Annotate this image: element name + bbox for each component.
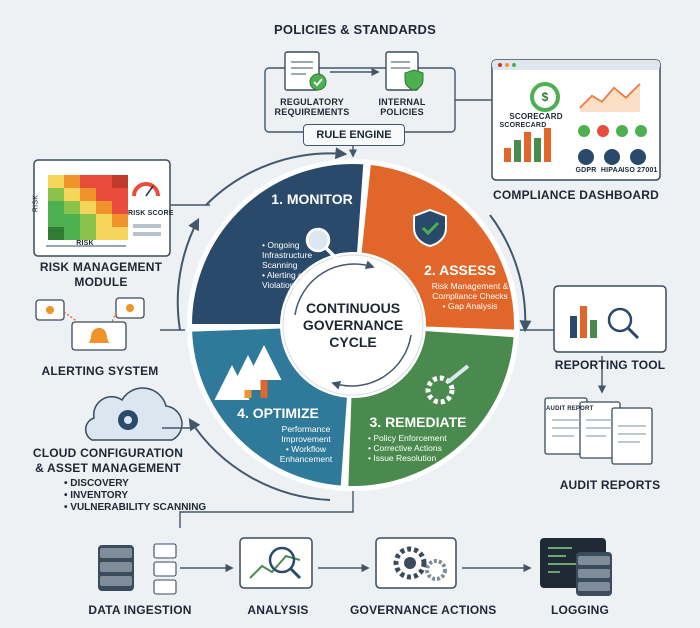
pipeline-data-ingestion: DATA INGESTION [88, 603, 192, 617]
center-title-line-2: GOVERNANCE [303, 317, 403, 333]
cycle-segment-1 [189, 162, 366, 326]
scorecard-label-a: SCORECARD [509, 112, 563, 121]
cloud-item-discovery: • DISCOVERY [64, 478, 129, 489]
segment-1-bullet-5: Violations [262, 280, 299, 290]
segment-4-bullet-2: Improvement [281, 434, 331, 444]
policies-title: POLICIES & STANDARDS [274, 22, 436, 37]
risk-score-label: RISK SCORE [128, 210, 174, 217]
governance-gears-icon [375, 537, 457, 589]
monitor-magnifier-icon [305, 227, 331, 253]
center-arrow-bottom [331, 334, 412, 390]
database-icon [98, 545, 134, 591]
cycle-center [282, 254, 424, 396]
segment-1-bullet-3: Scanning [262, 260, 298, 270]
center-title-line-3: CYCLE [329, 334, 376, 350]
compliance-dashboard-icon: $ [491, 59, 661, 181]
risk-axis-x: RISK [76, 240, 94, 247]
risk-module-label-line2: MODULE [74, 275, 128, 289]
reporting-tool-label: REPORTING TOOL [554, 358, 666, 372]
segment-3-bullet-1: • Policy Enforcement [368, 433, 447, 443]
ingestion-docs-icon [153, 543, 177, 595]
center-title-line-1: CONTINUOUS [306, 300, 400, 316]
segment-2-bullet-3: • Gap Analysis [443, 301, 498, 311]
segment-4-bullet-3: • Workflow [286, 444, 327, 454]
badge-iso: ISO 27001 [622, 167, 658, 174]
risk-heatmap-icon [33, 159, 171, 257]
risk-axis-y: RISK [32, 194, 40, 213]
regulatory-document-icon [284, 51, 327, 91]
cloud-config-icon [84, 387, 183, 441]
cloud-items: • DISCOVERY • INVENTORY • VULNERABILITY … [64, 477, 206, 514]
logging-icon [540, 538, 612, 596]
segment-title-1: 1. MONITOR [271, 191, 352, 207]
monitor-magnifier-handle [324, 246, 338, 260]
badge-hipaa: HIPAA [600, 167, 624, 174]
cloud-label-line2: & ASSET MANAGEMENT [35, 461, 181, 475]
segment-title-4: 4. OPTIMIZE [237, 405, 319, 421]
segment-1-bullet-2: Infrastructure [262, 250, 312, 260]
segment-2-bullet-1: Risk Management & [432, 281, 509, 291]
assess-check-icon [421, 221, 440, 236]
reporting-tool-icon [553, 285, 667, 353]
cycle-segment-2 [359, 162, 516, 332]
regulatory-label-line2: REQUIREMENTS [274, 107, 350, 117]
cloud-item-inventory: • INVENTORY [64, 490, 129, 501]
compliance-dashboard-label: COMPLIANCE DASHBOARD [493, 188, 659, 202]
outer-cycle-arrows [176, 147, 532, 501]
segment-title-2: 2. ASSESS [424, 262, 496, 278]
regulatory-label-line1: REGULATORY [280, 97, 344, 107]
pipeline-governance-actions: GOVERNANCE ACTIONS [350, 603, 497, 617]
segment-3-bullet-2: • Corrective Actions [368, 443, 442, 453]
badge-gdpr: GDPR [575, 167, 597, 174]
segment-4-bullet-4: Enhancement [280, 454, 333, 464]
segment-3-bullet-3: • Issue Resolution [368, 453, 436, 463]
pipeline-logging: LOGGING [550, 603, 610, 617]
connectors [160, 99, 607, 573]
segment-title-3: 3. REMEDIATE [370, 414, 467, 430]
audit-doc-label: AUDIT REPORT [546, 406, 594, 412]
cloud-item-vuln: • VULNERABILITY SCANNING [64, 502, 207, 513]
risk-module-label-line1: RISK MANAGEMENT [39, 260, 163, 274]
segment-2-bullet-2: Compliance Checks [432, 291, 508, 301]
remediate-gear-icon [425, 375, 455, 405]
internal-label-line1: INTERNAL [378, 97, 426, 107]
segment-1-bullet-1: • Ongoing [262, 240, 300, 250]
audit-reports-label: AUDIT REPORTS [559, 478, 661, 492]
assess-shield-icon [413, 208, 447, 248]
internal-policies-shield-icon [385, 51, 424, 91]
center-arrow-top [294, 260, 375, 316]
pipeline-analysis: ANALYSIS [247, 603, 309, 617]
svg-text:$: $ [542, 90, 549, 104]
alerting-system-label: ALERTING SYSTEM [41, 364, 159, 378]
scorecard-label-b: SCORECARD [499, 122, 547, 129]
cloud-label-line1: CLOUD CONFIGURATION [32, 446, 184, 460]
segment-4-bullet-1: Performance [282, 424, 331, 434]
segment-1-bullet-4: • Alerting on [262, 270, 308, 280]
remediate-wrench-icon [446, 364, 470, 384]
alerting-system-icon [35, 297, 145, 351]
analysis-icon [239, 537, 313, 589]
rule-engine-button[interactable]: RULE ENGINE [303, 124, 405, 146]
audit-reports-icon [544, 397, 653, 465]
cycle-segment-3 [346, 328, 516, 488]
internal-label-line2: POLICIES [380, 107, 424, 117]
